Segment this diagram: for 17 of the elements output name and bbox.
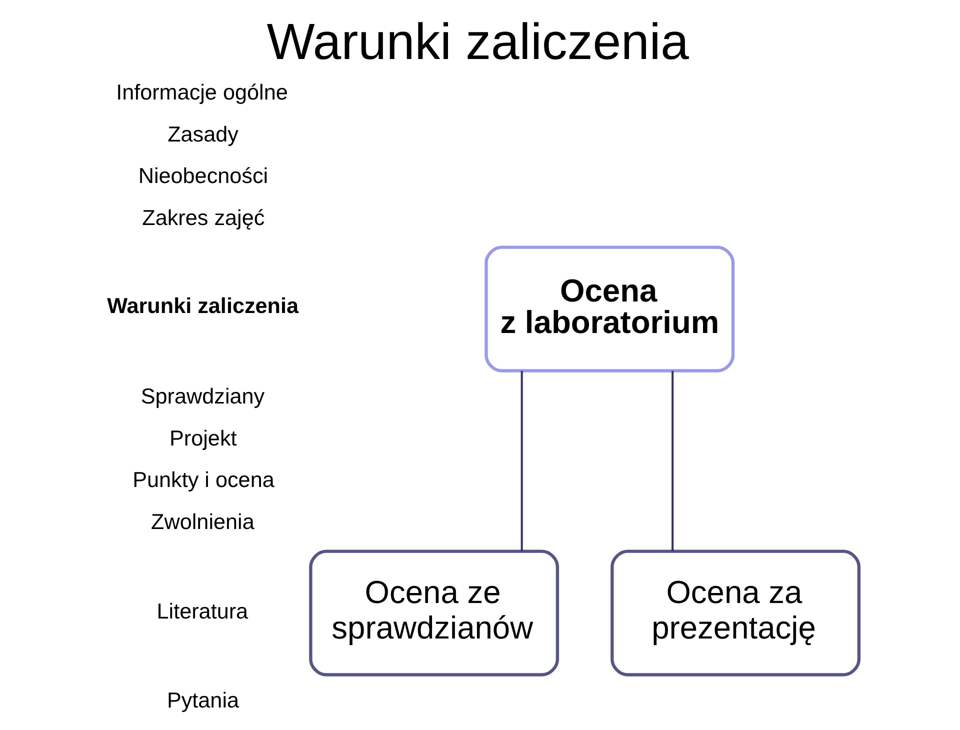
node-box: Ocena za prezentację bbox=[610, 550, 860, 676]
label: Zasady bbox=[167, 121, 238, 146]
label: Warunki zaliczenia bbox=[106, 292, 298, 318]
label: Nieobecności bbox=[138, 163, 268, 188]
node-box: Ocena z laboratorium bbox=[484, 246, 734, 372]
label: Projekt bbox=[169, 425, 236, 450]
label: Punkty i ocena bbox=[132, 467, 274, 492]
label: Literatura bbox=[156, 598, 248, 624]
connector bbox=[520, 370, 522, 552]
connector bbox=[671, 370, 674, 552]
node-box: Ocena ze sprawdzianów bbox=[308, 550, 559, 676]
diagram-title: Warunki zaliczenia bbox=[266, 13, 688, 70]
label: Zwolnienia bbox=[150, 509, 254, 534]
label: Pytania bbox=[166, 687, 239, 712]
label: Sprawdziany bbox=[140, 383, 264, 408]
label: Zakres zajęć bbox=[142, 205, 264, 230]
label: Informacje ogólne bbox=[116, 79, 288, 104]
